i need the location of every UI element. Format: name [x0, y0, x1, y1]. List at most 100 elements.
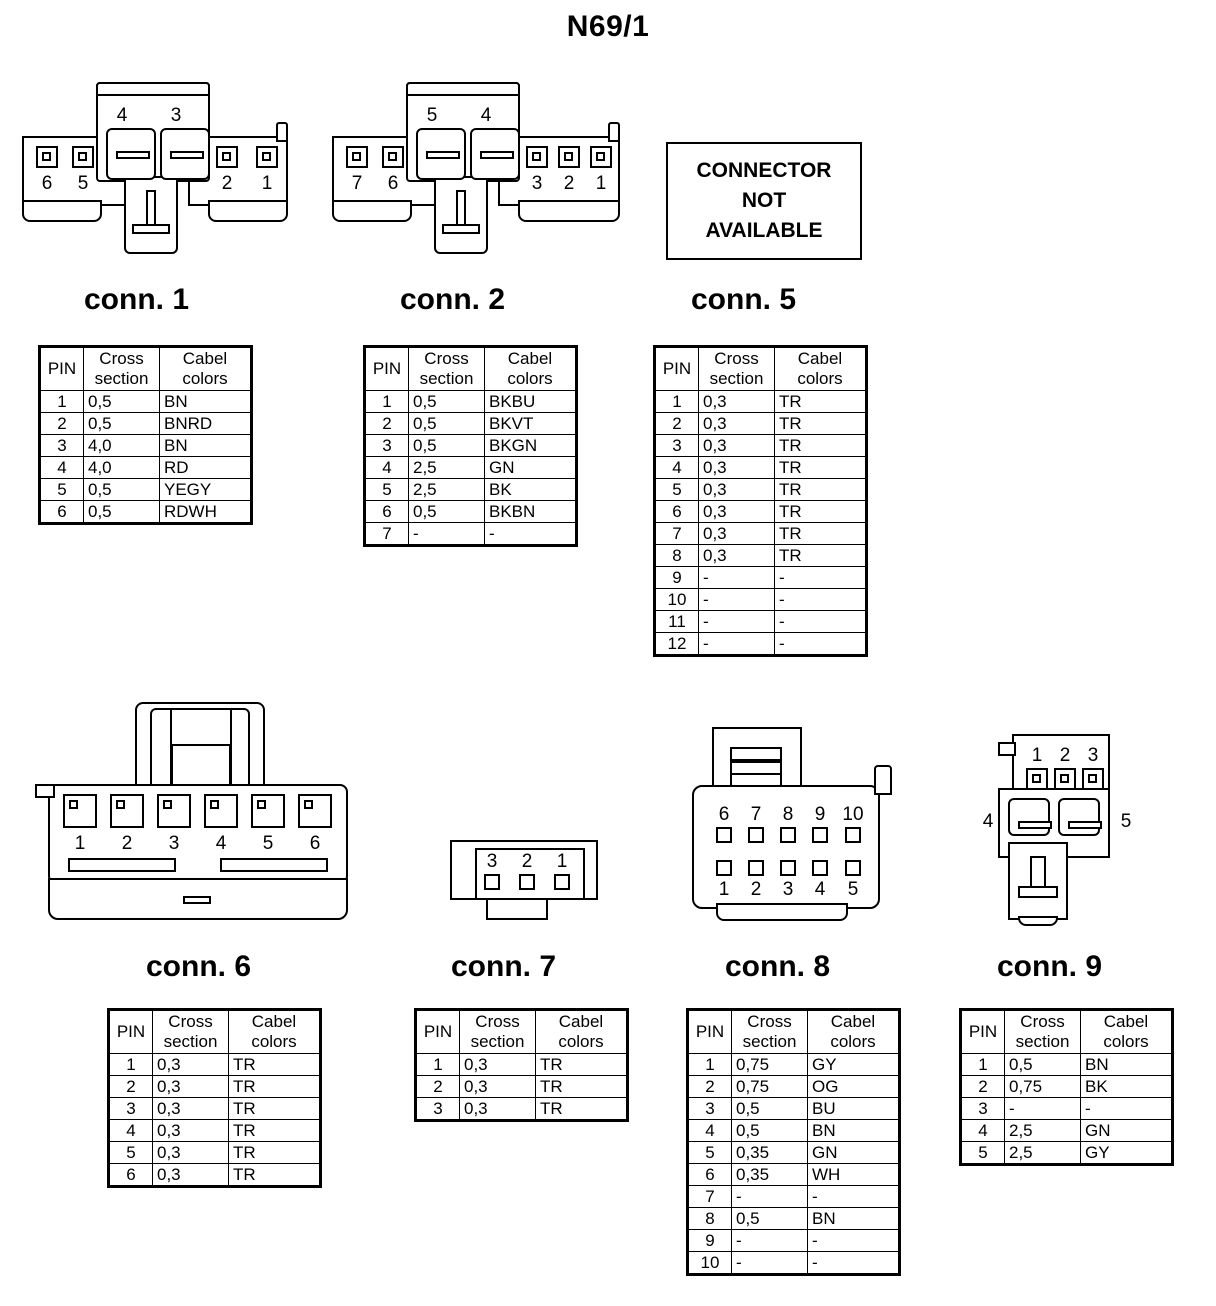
conn1-terminal-3 [160, 128, 210, 180]
conn1-right-skirt [208, 200, 288, 222]
conn8-pin-label-8: 8 [782, 804, 794, 825]
cell-cable-colors: BKBN [484, 500, 577, 523]
conn2-pin-label-3: 3 [531, 173, 543, 194]
conn2-pin-label-6: 6 [387, 173, 399, 194]
cell-pin: 1 [415, 1053, 460, 1076]
conn8-skirt [716, 903, 848, 921]
conn9-terminal-2 [1054, 768, 1076, 790]
cell-pin: 5 [39, 478, 84, 501]
cell-cable-colors: TR [228, 1119, 321, 1142]
cell-pin: 4 [108, 1119, 153, 1142]
cell-cross-section: - [1004, 1097, 1081, 1120]
cell-cross-section: 0,5 [408, 434, 485, 457]
cell-cross-section: 0,5 [408, 500, 485, 523]
connector-8-drawing: 6 7 8 9 10 1 2 3 4 5 [690, 725, 905, 925]
cell-cross-section: 0,3 [152, 1119, 229, 1142]
conn9-pin-label-4: 4 [982, 811, 994, 832]
conn8-pin-label-2: 2 [750, 879, 762, 900]
conn6-caption: conn. 6 [146, 950, 252, 983]
cell-pin: 1 [960, 1053, 1005, 1076]
conn5-caption: conn. 5 [691, 283, 797, 316]
conn8-body [692, 785, 880, 909]
conn6-pin-label-6: 6 [309, 833, 321, 854]
cell-cable-colors: BKBU [484, 390, 577, 413]
cell-cable-colors: - [807, 1251, 900, 1275]
conn2-pin-label-4: 4 [480, 105, 492, 126]
cell-cross-section: 0,5 [408, 412, 485, 435]
connector-6-drawing: 1 2 3 4 5 6 [35, 700, 385, 935]
cell-cross-section: 0,3 [152, 1053, 229, 1076]
conn2-caption: conn. 2 [400, 283, 506, 316]
cell-cross-section: 0,3 [459, 1053, 536, 1076]
table-row: 11-- [654, 610, 867, 633]
cell-cable-colors: GY [1080, 1141, 1173, 1165]
cell-cable-colors: TR [228, 1097, 321, 1120]
cell-cross-section: 0,3 [459, 1075, 536, 1098]
conn9-left-tab [998, 742, 1016, 756]
table-row: 12-- [654, 632, 867, 656]
cell-cross-section: 0,5 [731, 1207, 808, 1230]
not-available-line-2: NOT [741, 189, 787, 212]
conn2-terminal-5 [416, 128, 466, 180]
conn9-terminal-5 [1058, 798, 1102, 836]
cell-pin: 9 [687, 1229, 732, 1252]
cell-cable-colors: TR [774, 478, 867, 501]
cell-pin: 1 [687, 1053, 732, 1076]
col-header-pin: PIN [108, 1009, 153, 1054]
conn8-pin-label-6: 6 [718, 804, 730, 825]
cell-cable-colors: - [774, 588, 867, 611]
cell-pin: 4 [687, 1119, 732, 1142]
cell-cable-colors: RD [159, 456, 252, 479]
cell-cross-section: 2,5 [1004, 1119, 1081, 1142]
cell-cable-colors: TR [774, 412, 867, 435]
cell-pin: 3 [654, 434, 699, 457]
conn1-latch-post [146, 190, 156, 228]
cell-cable-colors: TR [774, 434, 867, 457]
cell-cable-colors: TR [228, 1053, 321, 1076]
cell-pin: 5 [108, 1141, 153, 1164]
conn1-pin-label-2: 2 [221, 173, 233, 194]
conn8-pin-label-5: 5 [847, 879, 859, 900]
conn8-pin-label-3: 3 [782, 879, 794, 900]
cell-cable-colors: BK [484, 478, 577, 501]
cell-pin: 4 [654, 456, 699, 479]
cell-cable-colors: - [774, 566, 867, 589]
conn2-latch-foot [442, 224, 480, 234]
cell-cross-section: 0,5 [83, 478, 160, 501]
conn7-caption: conn. 7 [451, 950, 557, 983]
cell-pin: 10 [687, 1251, 732, 1275]
cell-pin: 3 [960, 1097, 1005, 1120]
conn6-terminal-3 [157, 794, 191, 828]
cell-cross-section: 0,3 [698, 544, 775, 567]
cell-cross-section: 0,3 [698, 412, 775, 435]
cell-pin: 3 [364, 434, 409, 457]
cell-cross-section: 0,3 [698, 390, 775, 413]
conn2-center-top-bar [406, 82, 520, 96]
cell-cross-section: 0,3 [698, 500, 775, 523]
cell-pin: 6 [364, 500, 409, 523]
conn7-terminal-2 [519, 874, 535, 890]
cell-pin: 7 [364, 522, 409, 546]
conn8-pin-label-1: 1 [718, 879, 730, 900]
conn2-pin-label-1: 1 [595, 173, 607, 194]
table-row: 9-- [654, 566, 867, 589]
cell-pin: 1 [108, 1053, 153, 1076]
cell-cross-section: 0,5 [83, 412, 160, 435]
conn8-terminal-2 [748, 860, 764, 876]
cell-cross-section: 0,3 [152, 1141, 229, 1164]
